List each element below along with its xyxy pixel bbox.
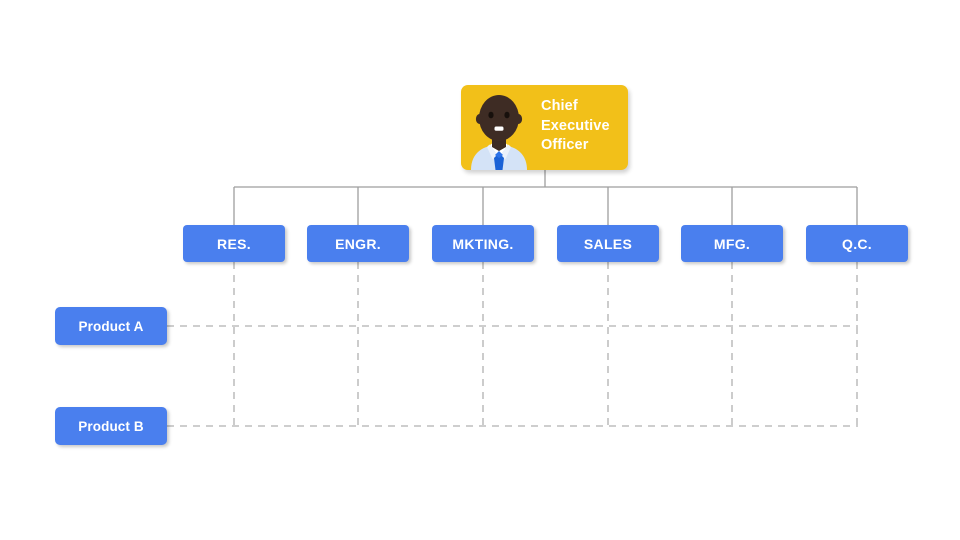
department-label: ENGR.	[335, 235, 381, 252]
product-label: Product A	[78, 318, 144, 334]
node-department-res[interactable]: RES.	[183, 225, 285, 262]
department-label: RES.	[217, 235, 251, 252]
department-label: Q.C.	[842, 235, 872, 252]
node-department-mkting[interactable]: MKTING.	[432, 225, 534, 262]
node-product-b[interactable]: Product B	[55, 407, 167, 445]
dashed-connector-group	[167, 262, 858, 427]
node-department-mfg[interactable]: MFG.	[681, 225, 783, 262]
product-label: Product B	[78, 418, 144, 434]
department-label: SALES	[583, 235, 633, 252]
node-department-engr[interactable]: ENGR.	[307, 225, 409, 262]
node-department-q-c[interactable]: Q.C.	[806, 225, 908, 262]
executive-title-label: Chief Executive Officer	[541, 98, 610, 153]
department-label: MKTING.	[452, 235, 514, 252]
department-label: MFG.	[713, 235, 751, 252]
node-product-a[interactable]: Product A	[55, 307, 167, 345]
person-avatar-icon	[461, 85, 537, 170]
node-chief-executive-officer[interactable]: Chief Executive Officer	[461, 85, 628, 170]
node-department-sales[interactable]: SALES	[557, 225, 659, 262]
solid-connector-group	[233, 170, 858, 225]
